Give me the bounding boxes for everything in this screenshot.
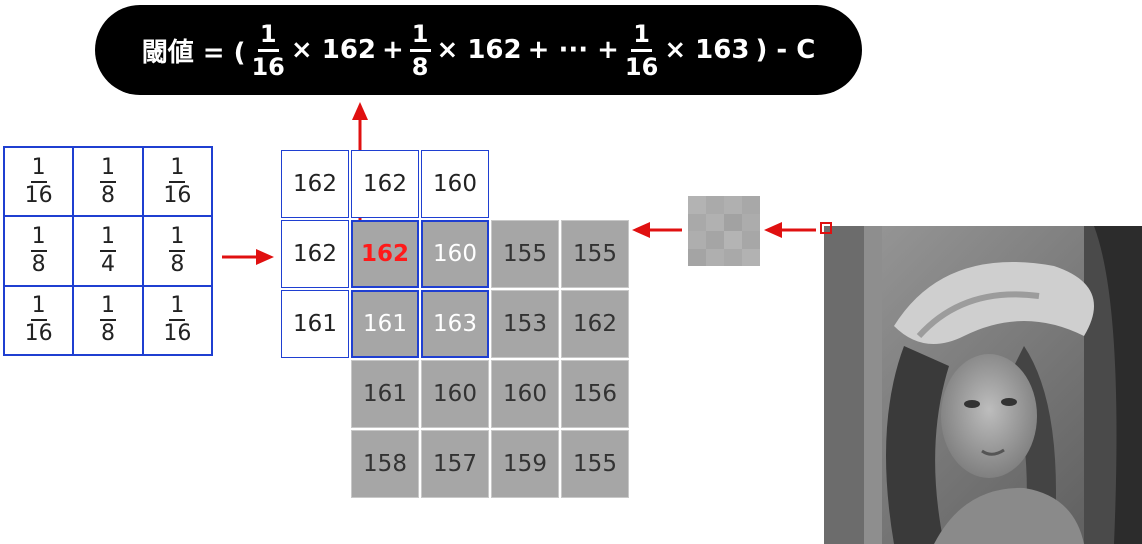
pixel-cell: 157	[421, 430, 489, 498]
pixel-cell: 155	[491, 220, 559, 288]
pixel-cell: 161	[351, 290, 419, 358]
pixel-cell: 160	[421, 220, 489, 288]
pixel-cell: 161	[281, 290, 349, 358]
formula-term: × 162	[434, 35, 525, 65]
pixel-cell: 160	[491, 360, 559, 428]
pixel-cell: 160	[421, 150, 489, 218]
threshold-formula: 閾値 = ( 1 16 × 162 + 1 8 × 162 + ··· + 1 …	[95, 5, 862, 95]
right-arrow-icon	[220, 247, 276, 267]
formula-term: × 163	[661, 35, 752, 65]
pixel-cell: 158	[351, 430, 419, 498]
selection-marker	[820, 222, 832, 234]
pixel-cell: 161	[351, 360, 419, 428]
formula-fraction: 1 16	[625, 22, 658, 79]
grayscale-photo	[824, 226, 1142, 544]
pixel-cell: 162	[281, 150, 349, 218]
pixel-cell: 155	[561, 220, 629, 288]
pixel-cell: 163	[421, 290, 489, 358]
pixel-cell: 162	[351, 220, 419, 288]
pixel-cell: 156	[561, 360, 629, 428]
formula-fraction: 1 16	[251, 22, 284, 79]
pixel-cell: 155	[561, 430, 629, 498]
pixel-cell: 162	[351, 150, 419, 218]
pixel-cell: 162	[281, 220, 349, 288]
pixel-cell: 153	[491, 290, 559, 358]
pixel-cell: 162	[561, 290, 629, 358]
formula-suffix: ) - C	[752, 35, 818, 65]
left-arrow-icon	[764, 220, 818, 240]
left-arrow-icon	[632, 220, 684, 240]
formula-term: × 162	[288, 35, 379, 65]
formula-operator: + ··· +	[525, 35, 622, 65]
formula-prefix: 閾値 = (	[139, 32, 249, 69]
formula-operator: +	[379, 35, 407, 65]
pixel-cell: 159	[491, 430, 559, 498]
zoomed-pixel-patch	[688, 196, 760, 266]
pixel-cell: 160	[421, 360, 489, 428]
formula-fraction: 1 8	[410, 22, 431, 79]
